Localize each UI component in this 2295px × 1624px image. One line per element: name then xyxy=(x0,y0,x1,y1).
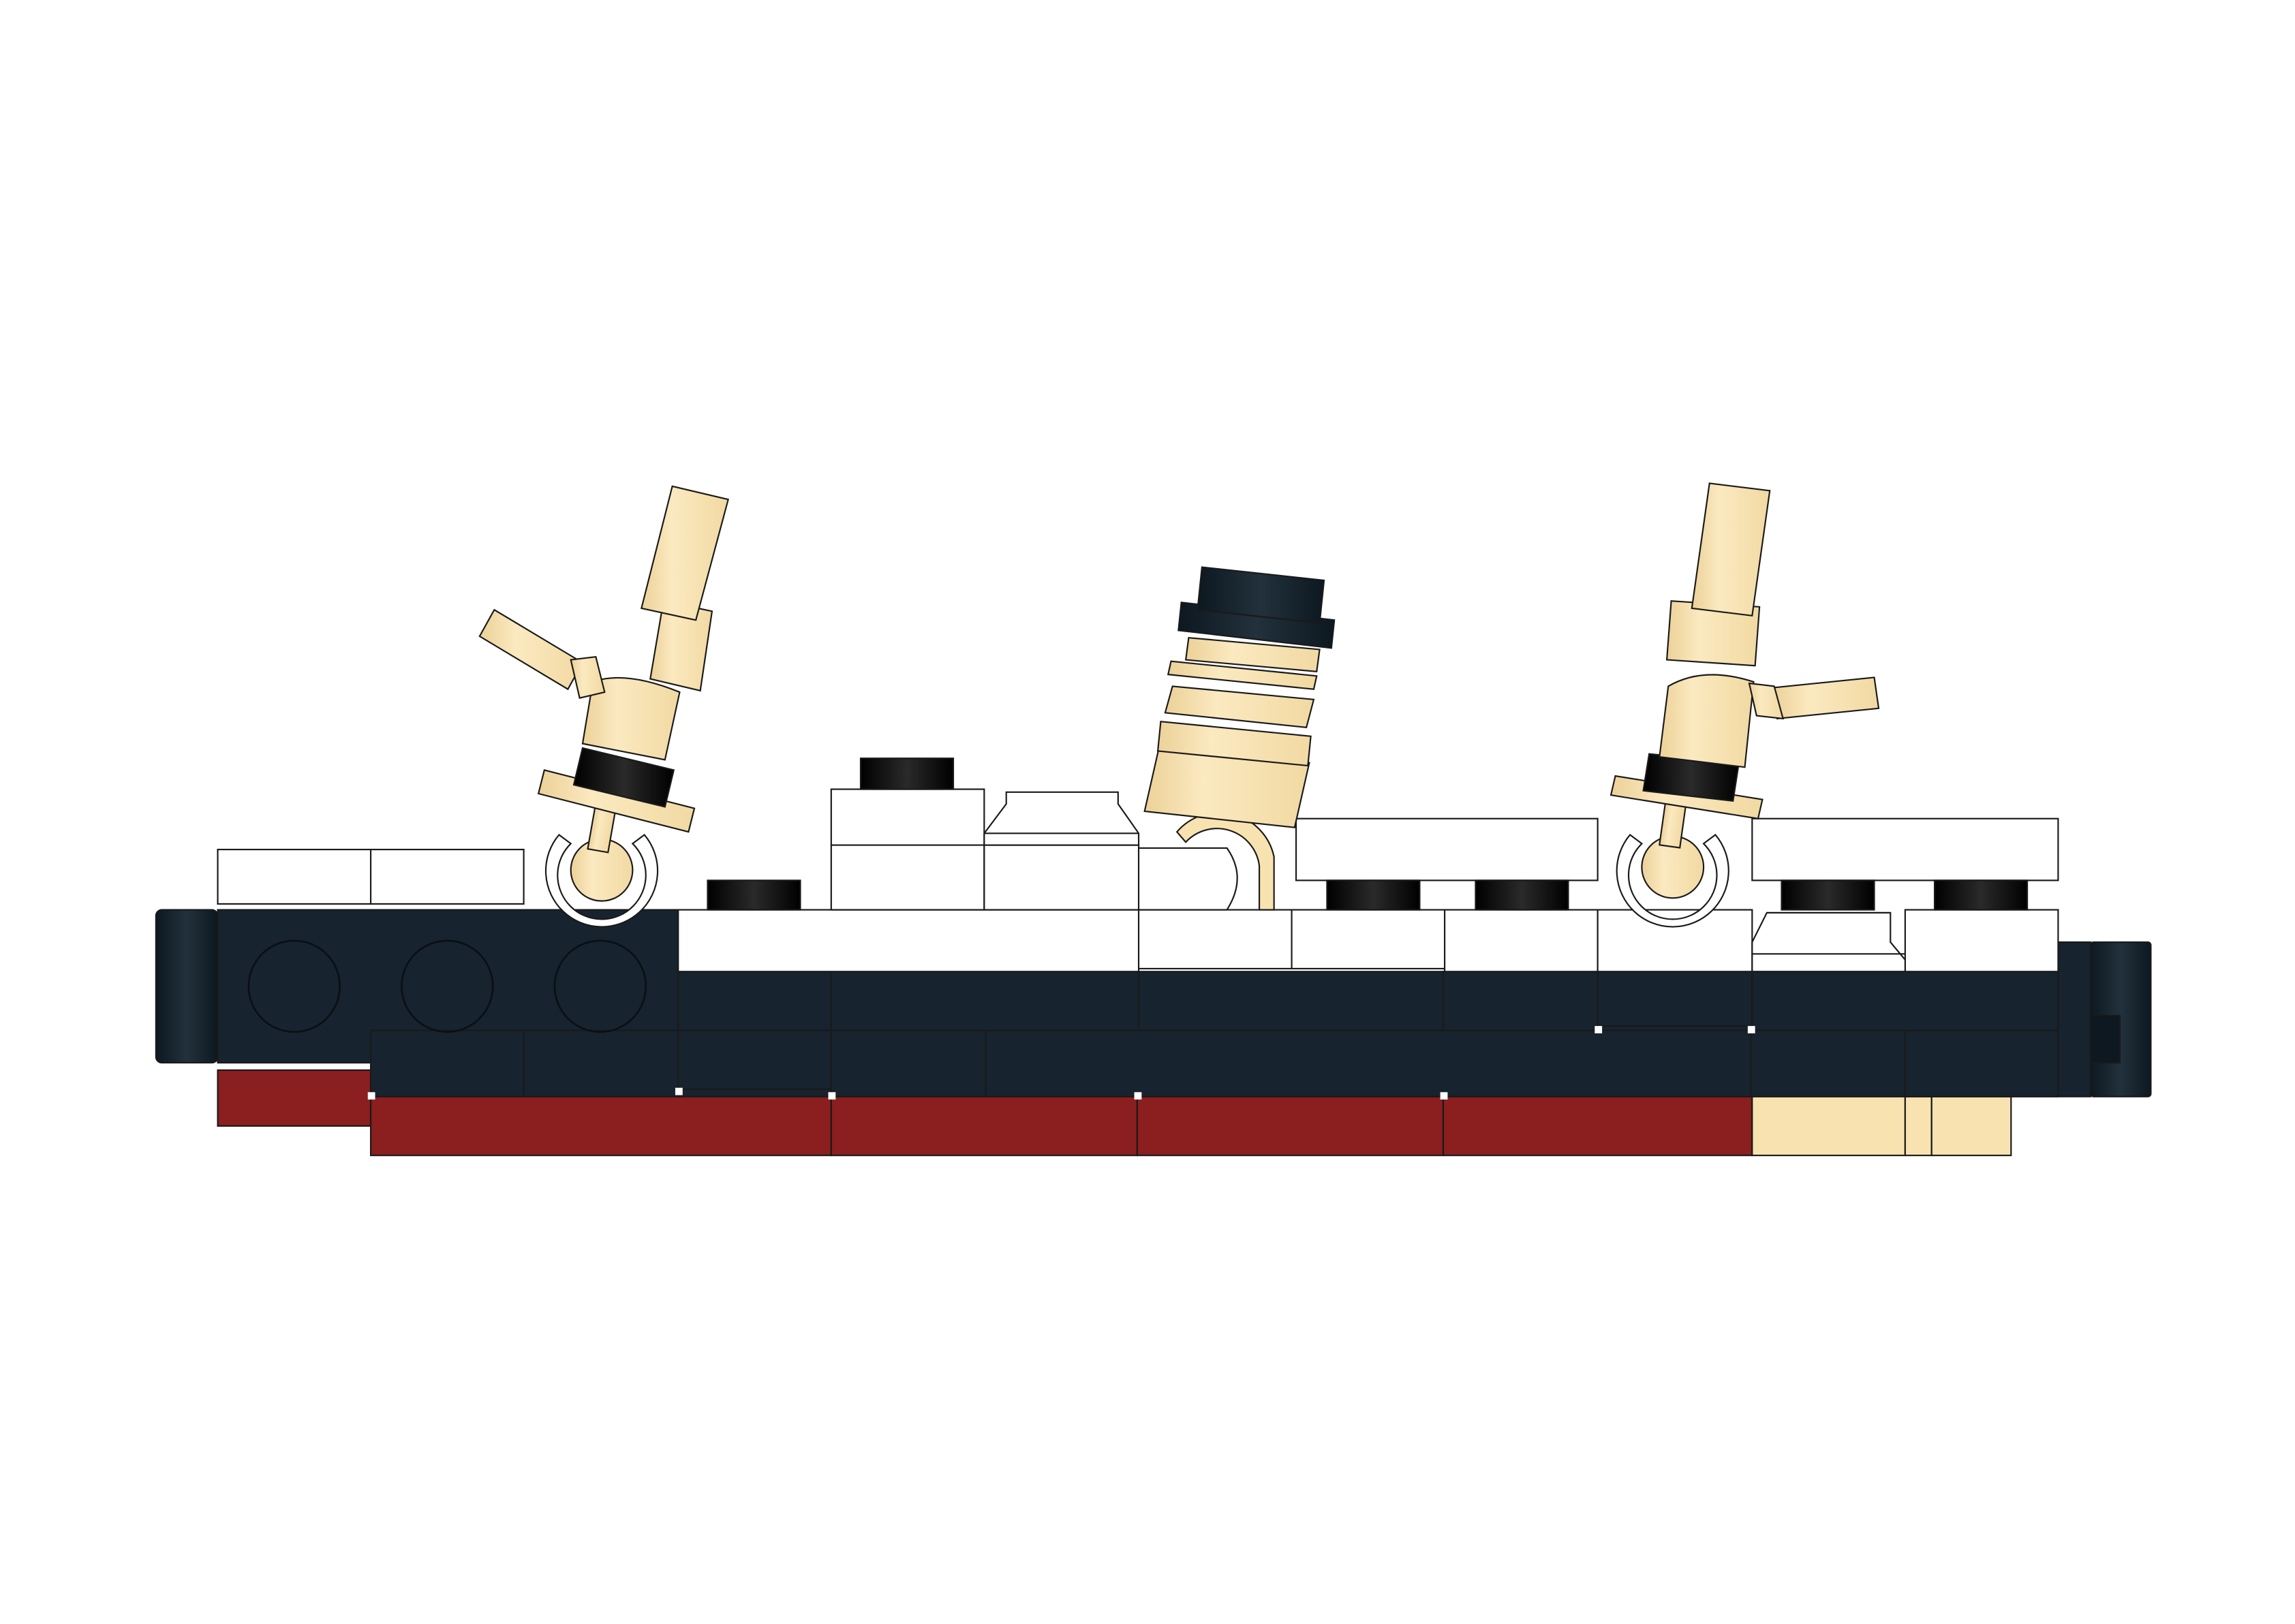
superstructure-stern xyxy=(1295,817,2059,881)
stud-icon xyxy=(1326,879,1421,911)
porthole-icon xyxy=(553,939,647,1033)
stud-icon xyxy=(1475,879,1569,911)
crane-arm-icon xyxy=(1748,676,1880,720)
funnel-icon xyxy=(1143,566,1336,828)
hull-dark xyxy=(155,909,2152,1097)
superstructure-bow xyxy=(217,848,525,905)
crane-left xyxy=(478,485,730,854)
deck-white xyxy=(677,909,2059,973)
stud-icon xyxy=(1933,879,2029,911)
superstructure-center xyxy=(830,788,1238,911)
crane-right xyxy=(1609,482,1880,849)
stud-icon xyxy=(1781,879,1875,911)
stud-icon xyxy=(707,879,801,911)
joint-markers xyxy=(367,1026,1755,1100)
crane-arm-icon xyxy=(478,608,606,699)
stud-icon xyxy=(859,758,955,790)
porthole-icon xyxy=(401,939,494,1033)
porthole-icon xyxy=(247,939,341,1033)
portholes xyxy=(247,939,647,1033)
